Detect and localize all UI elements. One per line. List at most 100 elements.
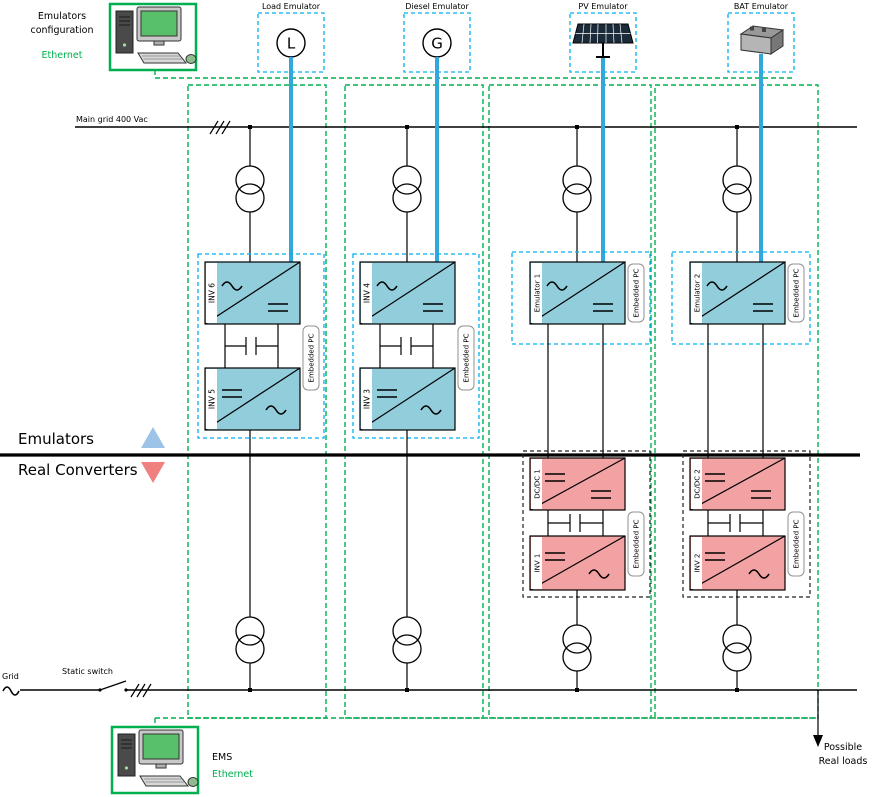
inv3-converter: INV 3 [359, 367, 456, 431]
header-ethernet-label: Ethernet [42, 50, 83, 61]
real-pair2-frame [682, 450, 811, 598]
column3-real-converters: DC/DC 1 INV 1 Embedded PC [522, 450, 651, 598]
column1-converter-pair: INV 6 INV 5 Embedded PC [197, 253, 325, 439]
main-grid-label: Main grid 400 Vac [76, 115, 148, 124]
emulators-triangle-icon [141, 427, 165, 448]
emulator-feed-lines [289, 54, 763, 262]
inv3-label: INV 3 [363, 389, 372, 409]
column1-pair-frame [197, 253, 325, 439]
bottom-bus: Grid Static switch Possible Real loads [2, 667, 867, 767]
embedded-pc-label: Embedded PC [463, 333, 471, 382]
ac-symbol [376, 281, 398, 291]
column4-real-dc-link [707, 510, 764, 536]
generator-symbol: G [431, 35, 443, 53]
ac-symbol [748, 569, 770, 579]
load-symbol: L [287, 35, 296, 53]
emulator1-frame [511, 251, 651, 345]
bottom-feeders [235, 430, 752, 690]
embedded-pc-label: Embedded PC [793, 519, 801, 568]
column4-real-converters: DC/DC 2 INV 2 Embedded PC [682, 450, 811, 598]
column2-frame [344, 84, 484, 719]
embedded-pc-box [627, 511, 645, 577]
column4-frame [654, 84, 819, 719]
embedded-pc-label: Embedded PC [633, 519, 641, 568]
ac-symbol [546, 281, 568, 291]
header-block: Emulators configuration Ethernet [30, 2, 198, 72]
emulator2-converter: Emulator 2 [689, 261, 786, 325]
embedded-pc-label: Embedded PC [633, 268, 641, 317]
dcdc2-converter: DC/DC 2 [689, 457, 786, 511]
top-feeders [235, 127, 752, 262]
ac-symbol [265, 405, 287, 415]
column1-dc-link [224, 324, 279, 368]
embedded-pc-label: Embedded PC [793, 268, 801, 317]
column3-emulator-converter: Emulator 1 Embedded PC [511, 251, 651, 458]
load-emulator-label: Load Emulator [262, 2, 321, 11]
transformer-icon [722, 624, 752, 654]
dcdc1-label: DC/DC 1 [534, 469, 542, 499]
battery-icon [739, 25, 785, 55]
header-title-line2: configuration [30, 25, 93, 36]
column3-real-dc-link [547, 510, 604, 536]
embedded-pc-box [302, 325, 320, 391]
emulator1-converter: Emulator 1 [529, 261, 626, 325]
ems-ethernet-label: Ethernet [212, 769, 253, 780]
ac-symbol [588, 569, 610, 579]
column2-dc-link [379, 324, 434, 368]
pv-panel-icon [572, 23, 634, 58]
inv1-label: INV 1 [534, 554, 542, 573]
transformer-icon [235, 616, 265, 646]
ems-block: EMS Ethernet [110, 725, 253, 795]
emulator1-label: Emulator 1 [534, 274, 542, 313]
ems-label: EMS [212, 752, 232, 763]
transformer-icon [722, 165, 752, 195]
ac-symbol [420, 405, 442, 415]
column3-frame [488, 84, 652, 719]
column4-emulator-converter: Emulator 2 Embedded PC [671, 251, 811, 458]
column-dashed-frames [187, 84, 819, 719]
dcdc2-label: DC/DC 2 [694, 469, 702, 499]
real-pair1-frame [522, 450, 651, 598]
real-converters-section-label: Real Converters [18, 461, 138, 479]
grid-source-icon [2, 686, 20, 696]
three-phase-marks [209, 120, 231, 135]
grid-label: Grid [2, 672, 19, 681]
real-loads-line2: Real loads [819, 756, 868, 767]
column2-pair-frame [352, 253, 480, 439]
bat-emulator-box: BAT Emulator [727, 2, 795, 73]
inv5-label: INV 5 [208, 389, 217, 409]
embedded-pc-box [787, 511, 805, 577]
inv1-converter: INV 1 [529, 535, 626, 591]
ac-symbol [706, 281, 728, 291]
inv4-converter: INV 4 [359, 261, 456, 325]
emulators-section-label: Emulators [18, 430, 94, 448]
inv4-label: INV 4 [363, 283, 372, 303]
emulator2-frame [671, 251, 811, 345]
emulator2-label: Emulator 2 [694, 274, 702, 313]
inv2-converter: INV 2 [689, 535, 786, 591]
three-phase-marks [130, 683, 152, 698]
transformer-icon [562, 165, 592, 195]
embedded-pc-label: Embedded PC [308, 333, 316, 382]
inv6-converter: INV 6 [204, 261, 301, 325]
diesel-emulator-label: Diesel Emulator [405, 2, 469, 11]
section-divider: Emulators Real Converters [0, 427, 860, 483]
transformer-icon [392, 165, 422, 195]
column2-converter-pair: INV 4 INV 3 Embedded PC [352, 253, 480, 439]
load-emulator-box: Load Emulator L [257, 2, 325, 73]
embedded-pc-box [787, 263, 805, 323]
ac-symbol [221, 281, 243, 291]
column1-frame [187, 84, 327, 719]
header-title-line1: Emulators [38, 11, 86, 22]
transformer-icon [392, 616, 422, 646]
bat-emulator-label: BAT Emulator [734, 2, 789, 11]
real-loads-line1: Possible [824, 742, 862, 753]
inv6-label: INV 6 [208, 283, 217, 303]
transformer-icon [562, 624, 592, 654]
main-grid-bus: Main grid 400 Vac [75, 115, 857, 135]
static-switch-label: Static switch [62, 667, 113, 676]
pv-emulator-label: PV Emulator [578, 2, 628, 11]
transformer-icon [235, 165, 265, 195]
